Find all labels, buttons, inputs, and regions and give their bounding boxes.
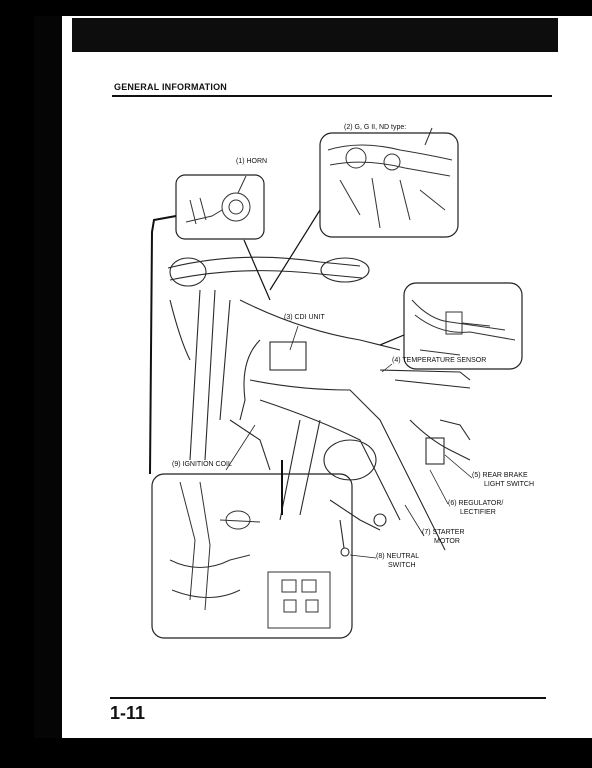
- scan-border-bottom: [0, 738, 592, 768]
- header-rule: [112, 95, 552, 97]
- variant-label: (2) G, G II, ND type:: [344, 124, 407, 131]
- page-binding-edge: [34, 16, 62, 738]
- neutral-switch-label-line1: (8) NEUTRAL: [376, 553, 420, 560]
- leader-lines: [225, 325, 473, 559]
- ignition-coil-drawing: [169, 481, 331, 629]
- motorcycle-frame-drawing: [167, 256, 471, 557]
- variant-drawing: [327, 127, 453, 229]
- header-bar: [72, 18, 558, 52]
- horn-inset: [175, 174, 265, 240]
- cdi-unit-label: (3) CDI UNIT: [284, 314, 325, 321]
- horn-label: (1) HORN: [236, 158, 268, 165]
- temperature-sensor-drawing: [411, 299, 516, 356]
- horn-drawing: [185, 175, 251, 225]
- manual-page: [36, 16, 592, 738]
- ignition-coil-label: (9) IGNITION COIL: [172, 461, 232, 468]
- callout-lines: [149, 209, 405, 515]
- section-title: GENERAL INFORMATION: [114, 82, 227, 92]
- rear-brake-label-line1: (5) REAR BRAKE: [472, 472, 528, 479]
- temperature-sensor-inset: [403, 282, 523, 370]
- regulator-label-line1: (6) REGULATOR/: [448, 500, 504, 507]
- neutral-switch-label-line2: SWITCH: [388, 562, 416, 569]
- rear-brake-label-line2: LIGHT SWITCH: [484, 481, 535, 488]
- temperature-sensor-label: (4) TEMPERATURE SENSOR: [392, 357, 487, 364]
- footer-rule: [110, 697, 546, 699]
- page-number: 1-11: [110, 703, 146, 723]
- variant-inset: [319, 132, 459, 238]
- regulator-label-line2: LECTIFIER: [460, 509, 496, 516]
- starter-motor-label-line1: (7) STARTER: [422, 529, 465, 536]
- ignition-coil-inset: [151, 473, 353, 639]
- starter-motor-label-line2: MOTOR: [434, 538, 460, 545]
